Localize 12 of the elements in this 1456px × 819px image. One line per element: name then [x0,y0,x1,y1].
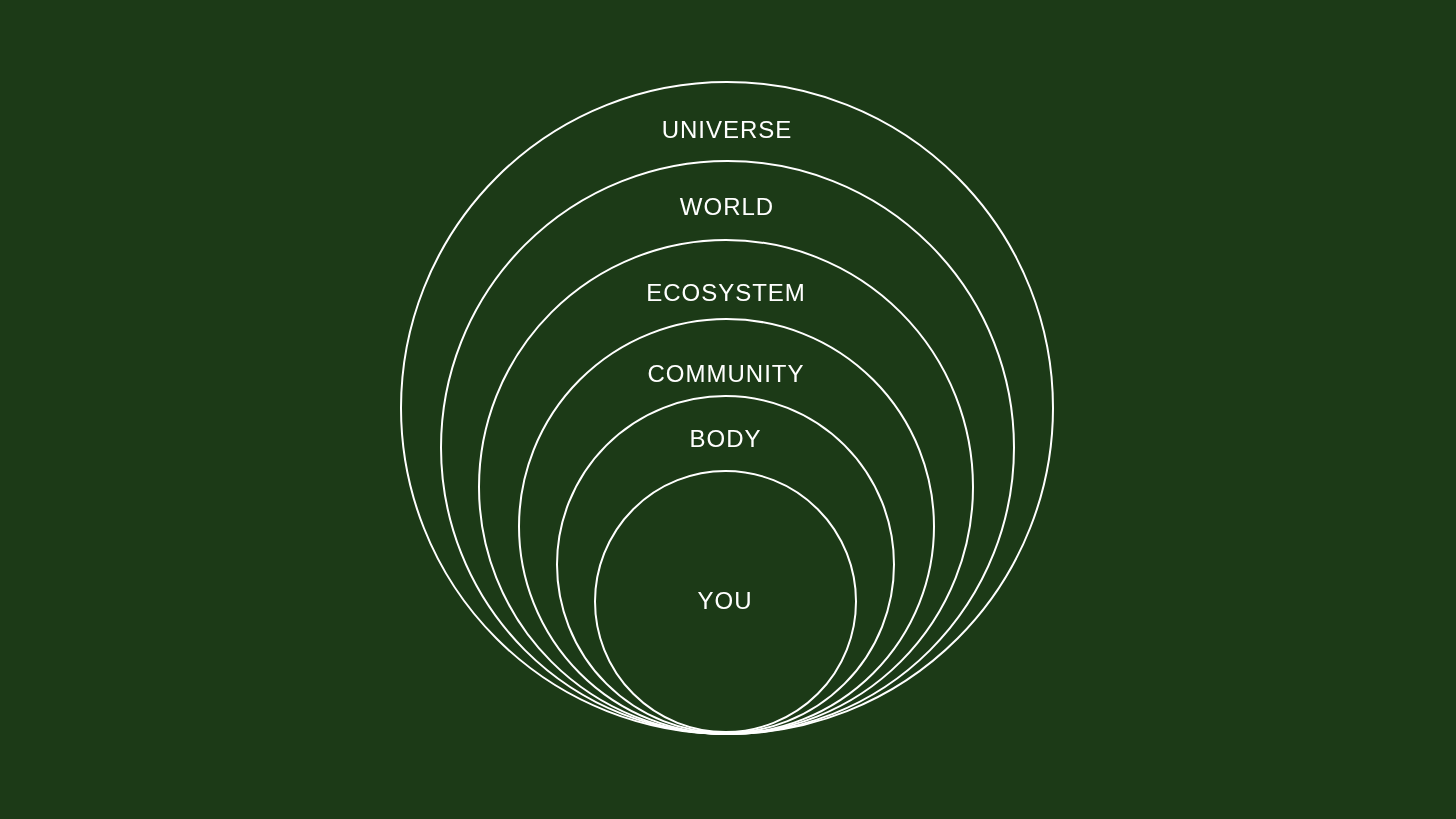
nested-circle [593,469,857,733]
circle-label: UNIVERSE [661,116,793,144]
circle-label: YOU [697,587,753,615]
circle-label: COMMUNITY [647,359,805,388]
circle-label: BODY [689,425,762,453]
nested-circle [556,395,895,734]
nested-circle [478,239,974,735]
nested-circle [439,159,1015,735]
nested-circle [517,317,935,735]
circle-label: ECOSYSTEM [646,279,806,307]
nested-circle [400,81,1054,735]
circle-label: WORLD [679,192,775,221]
